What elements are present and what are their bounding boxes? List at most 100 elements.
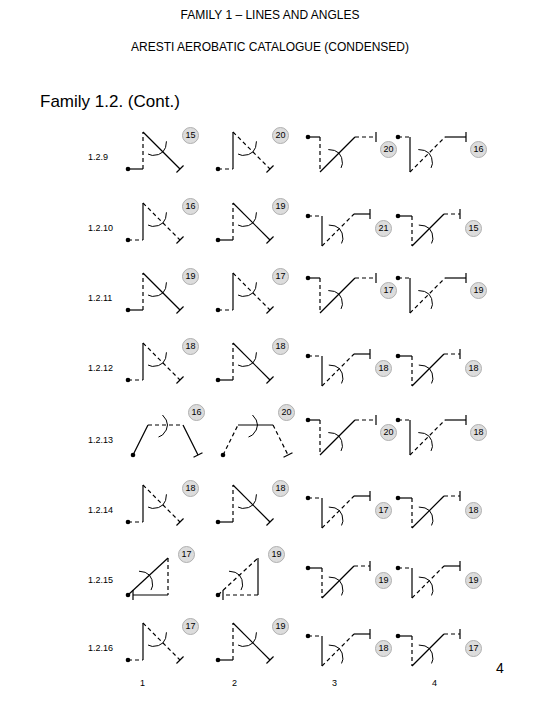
start-dot [396,135,401,140]
end-bar [369,349,370,359]
figure-number: 1.2.16 [88,643,113,653]
roll-arrow [151,586,153,590]
upright-line [142,343,143,380]
start-dot [126,167,131,172]
roll-symbol [229,571,243,586]
aresti-figure [126,558,168,600]
roll-arrow [432,379,433,383]
roll-arrow [238,507,242,508]
aresti-figure [396,132,466,172]
k-factor-circle: 18 [470,424,487,441]
aresti-figure [221,415,293,457]
end-bar [375,415,376,425]
inverted-line [410,420,445,455]
upright-line [320,420,355,455]
upright-line [409,420,410,455]
end-bar [369,209,370,219]
k-factor-circle: 18 [465,360,482,377]
k-factor-circle: 17 [465,640,482,657]
end-bar [459,561,460,571]
aresti-figure [216,623,274,664]
aresti-figure [126,485,184,526]
roll-symbol [419,365,433,379]
roll-symbol [418,291,432,305]
inverted-line [411,636,412,666]
roll-arrow [148,154,152,155]
roll-symbol [152,212,166,226]
end-bar [266,376,273,383]
k-factor-circle: 18 [272,480,289,497]
inverted-line [319,420,320,455]
inverted-line [233,132,270,169]
k-factor-value: 17 [383,286,393,295]
column-number: 2 [232,678,237,688]
roll-arrow [342,239,343,243]
k-factor-value: 18 [378,644,388,653]
inverted-line [167,558,168,595]
end-bar [132,590,133,600]
k-factor-value: 18 [473,428,483,437]
roll-symbol [328,433,342,447]
k-factor-circle: 20 [380,141,397,158]
start-dot [126,378,131,383]
catalogue-title: ARESTI AEROBATIC CATALOGUE (CONDENSED) [131,40,409,54]
roll-symbol [419,577,433,591]
inverted-line [142,132,143,169]
inverted-line [444,495,460,496]
inverted-line [411,216,412,246]
start-dot [126,520,131,525]
upright-line [411,568,412,598]
roll-arrow [341,164,342,168]
upright-line [412,354,444,386]
page-number: 4 [496,660,504,676]
k-factor-circle: 18 [182,338,199,355]
k-factor-circle: 21 [375,220,392,237]
roll-arrow [249,435,253,437]
aresti-figure [306,209,370,246]
section-heading: Family 1.2. (Cont.) [40,92,180,112]
roll-arrow [238,225,242,226]
inverted-line [143,203,180,240]
aresti-figure [306,561,370,598]
column-number: 4 [432,678,437,688]
roll-arrow [342,521,343,525]
roll-symbol [418,150,432,164]
inverted-line [232,203,233,240]
start-dot [396,566,401,571]
inverted-line [355,277,376,278]
roll-symbol [152,282,166,296]
upright-line [133,594,168,595]
k-factor-circle: 20 [278,404,295,421]
column-number: 3 [332,678,337,688]
k-factor-value: 17 [185,622,195,631]
end-bar [459,349,460,359]
roll-arrow [432,659,433,663]
k-factor-value: 20 [281,408,291,417]
k-factor-circle: 17 [380,282,397,299]
upright-line [128,558,168,595]
roll-arrow [238,645,242,646]
inverted-line [444,633,460,634]
k-factor-value: 17 [181,550,191,559]
start-dot [306,418,311,423]
figure-number: 1.2.12 [88,363,113,373]
end-bar [459,491,460,501]
roll-symbol [329,645,343,659]
roll-symbol [242,141,256,155]
end-bar [266,656,273,663]
upright-line [445,277,466,278]
roll-arrow [431,164,432,168]
k-factor-value: 16 [473,145,483,154]
k-factor-value: 19 [271,550,281,559]
end-bar [369,629,370,639]
k-factor-circle: 15 [182,127,199,144]
k-factor-circle: 17 [178,546,195,563]
end-bar [176,236,183,243]
inverted-line [411,356,412,386]
k-factor-value: 19 [275,202,285,211]
figure-number: 1.2.14 [88,505,113,515]
aresti-figure [126,623,184,664]
start-dot [396,354,401,359]
k-factor-value: 17 [275,272,285,281]
end-bar [369,561,370,571]
